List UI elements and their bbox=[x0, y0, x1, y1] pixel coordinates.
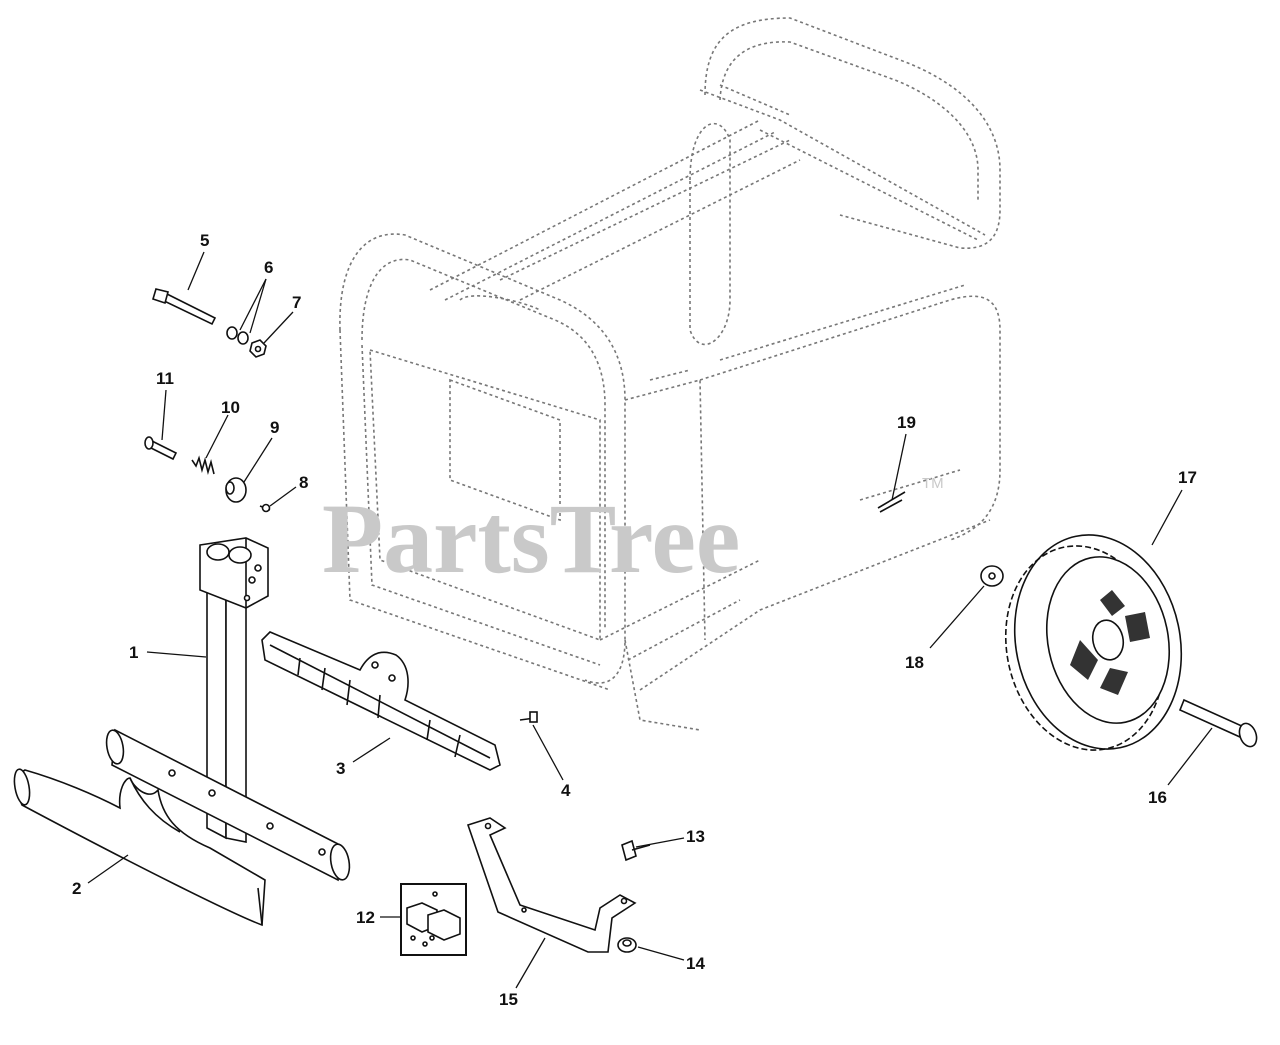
watermark: PartsTree TM bbox=[322, 475, 944, 594]
part-screw bbox=[259, 503, 271, 513]
part-crossbar-tube bbox=[105, 728, 351, 882]
part-pin bbox=[144, 436, 178, 461]
callout-16: 16 bbox=[1148, 788, 1167, 807]
part-long-bolt bbox=[152, 288, 217, 326]
leader-lines bbox=[87, 251, 1213, 989]
part-foot-bracket bbox=[466, 817, 637, 953]
part-axle bbox=[1178, 698, 1258, 748]
callout-17: 17 bbox=[1178, 468, 1197, 487]
part-wheel-washer bbox=[980, 565, 1004, 587]
callout-14: 14 bbox=[686, 954, 705, 973]
part-bolt-13 bbox=[621, 839, 651, 862]
callouts: 1 2 3 4 5 6 7 8 9 10 11 12 13 14 15 16 1… bbox=[72, 231, 1197, 1009]
generator-frame bbox=[339, 17, 1001, 731]
callout-4: 4 bbox=[561, 781, 571, 800]
part-rubber-feet-kit bbox=[400, 883, 467, 956]
callout-11: 11 bbox=[156, 369, 174, 388]
part-wheel bbox=[1004, 534, 1183, 751]
part-handle-grip bbox=[13, 768, 266, 927]
callout-10: 10 bbox=[221, 398, 240, 417]
callout-18: 18 bbox=[905, 653, 924, 672]
callout-2: 2 bbox=[72, 879, 81, 898]
part-handle-upright bbox=[199, 537, 269, 843]
callout-7: 7 bbox=[292, 293, 301, 312]
callout-3: 3 bbox=[336, 759, 345, 778]
part-flange-nut bbox=[617, 937, 637, 953]
callout-5: 5 bbox=[200, 231, 209, 250]
callout-8: 8 bbox=[299, 473, 308, 492]
part-cradle-bracket bbox=[261, 631, 501, 771]
callout-9: 9 bbox=[270, 418, 279, 437]
callout-13: 13 bbox=[686, 827, 705, 846]
watermark-trademark: TM bbox=[922, 475, 944, 492]
callout-6: 6 bbox=[264, 258, 273, 277]
part-nut bbox=[249, 339, 267, 358]
callout-19: 19 bbox=[897, 413, 916, 432]
part-washers bbox=[226, 326, 249, 345]
part-small-bolt bbox=[519, 711, 538, 723]
watermark-text: PartsTree bbox=[322, 483, 740, 594]
part-knob bbox=[225, 477, 247, 503]
callout-12: 12 bbox=[356, 908, 375, 927]
part-cotter-pin bbox=[877, 491, 906, 513]
part-spring bbox=[191, 455, 215, 476]
callout-15: 15 bbox=[499, 990, 518, 1009]
callout-1: 1 bbox=[129, 643, 138, 662]
